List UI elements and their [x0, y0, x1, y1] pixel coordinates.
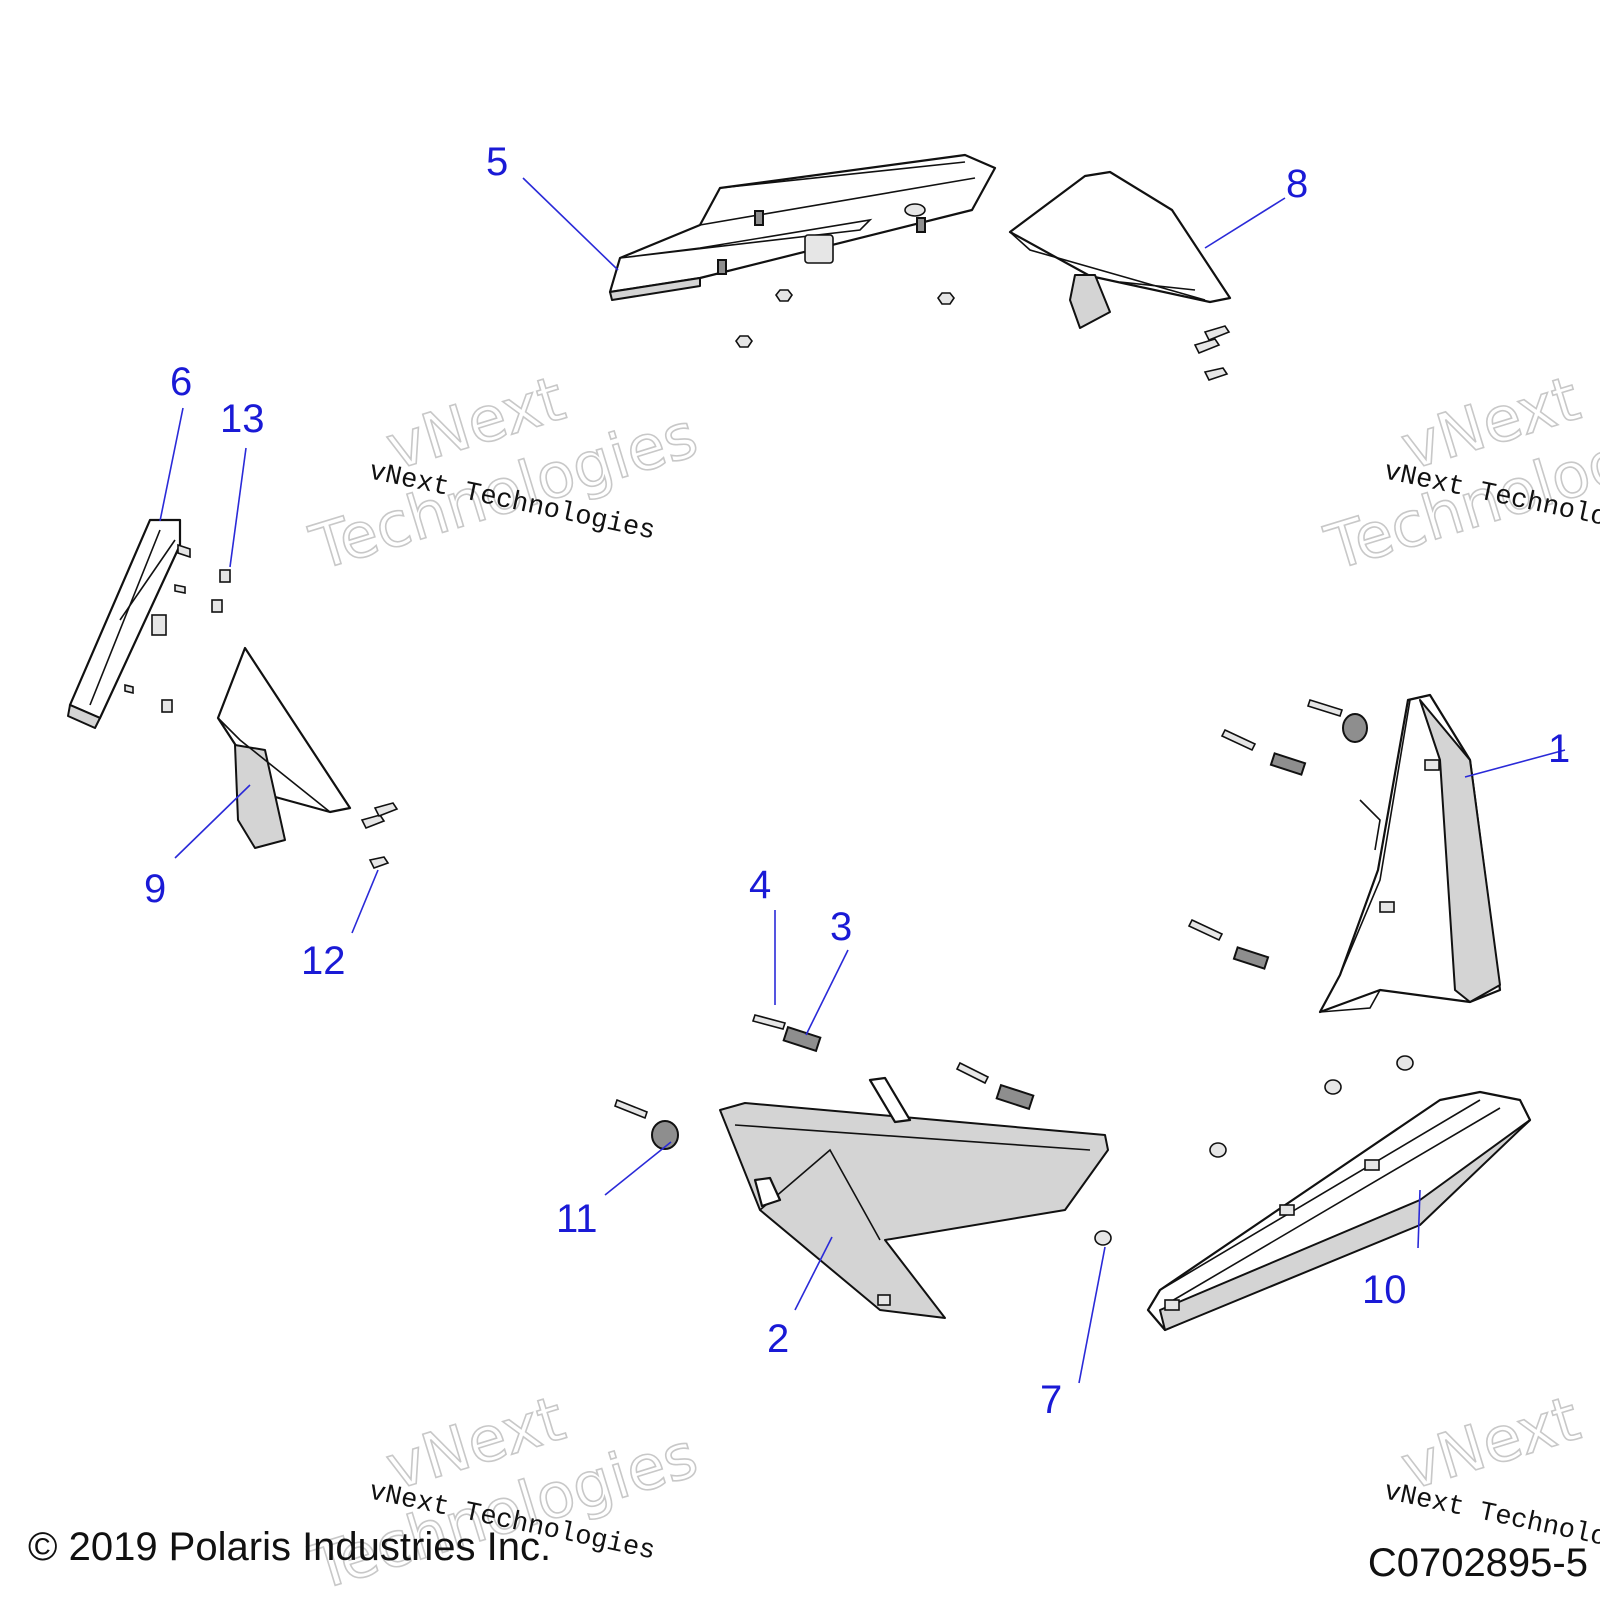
- callout-1: 1: [1548, 727, 1570, 771]
- leader-7: [1078, 1246, 1106, 1384]
- callout-9: 9: [144, 867, 166, 911]
- clip-group-13: [161, 569, 231, 713]
- callout-10: 10: [1362, 1268, 1407, 1312]
- part-10-lens-bottom-right: [1146, 1090, 1532, 1332]
- leader-3: [805, 949, 849, 1036]
- leader-8: [1204, 197, 1286, 249]
- callout-2: 2: [767, 1317, 789, 1361]
- part-2-fairing-bottom: [719, 1076, 1109, 1319]
- callout-12: 12: [301, 939, 346, 983]
- leader-1: [1464, 749, 1566, 778]
- callout-13: 13: [220, 397, 265, 441]
- hardware-group-bottom-center: [614, 1014, 1035, 1150]
- callout-11: 11: [556, 1197, 598, 1241]
- callout-3: 3: [830, 905, 852, 949]
- part-5-lens-top: [608, 153, 997, 301]
- watermark-top-left: vNext Technologies vNext Technologies: [301, 361, 706, 586]
- callout-8: 8: [1286, 162, 1308, 206]
- screw-group-12: [360, 802, 399, 869]
- screw-group-top-right: [1193, 325, 1231, 381]
- part-1-fairing-right: [1318, 693, 1502, 1014]
- callout-6: 6: [170, 360, 192, 404]
- leader-11: [604, 1141, 672, 1196]
- watermark-bottom-right: vNext vNext Technologies: [1381, 1381, 1600, 1568]
- copyright-text: © 2019 Polaris Industries Inc.: [28, 1525, 551, 1569]
- leader-6: [159, 407, 184, 522]
- leader-2: [794, 1236, 833, 1311]
- leader-12: [351, 869, 379, 934]
- leader-5: [522, 177, 619, 271]
- part-6-lens-left: [67, 518, 191, 729]
- part-8-cover-top-right: [1008, 170, 1232, 329]
- nut-group-top: [735, 289, 955, 348]
- callout-7: 7: [1040, 1378, 1062, 1422]
- figure-id: C0702895-5: [1368, 1541, 1588, 1585]
- callout-5: 5: [486, 140, 508, 184]
- leader-13: [229, 447, 247, 568]
- leader-9: [174, 784, 251, 859]
- watermark-top-right: vNext Technologies vNext Technologies: [1316, 361, 1600, 586]
- hardware-group-right-upper: [1187, 699, 1368, 970]
- nut-group-bottom-right: [1209, 1055, 1414, 1158]
- nut-7: [1094, 1230, 1112, 1246]
- part-9-cover-left: [216, 646, 352, 849]
- leader-10: [1417, 1189, 1421, 1249]
- callout-4: 4: [749, 863, 771, 907]
